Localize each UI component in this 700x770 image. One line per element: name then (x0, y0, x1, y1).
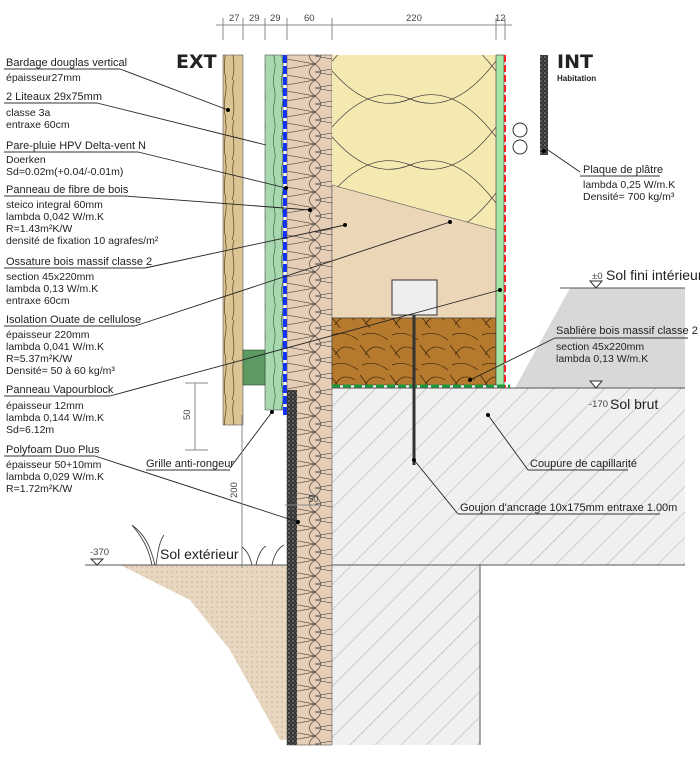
level-sol-fini: ±0 Sol fini intérieur (588, 267, 700, 289)
vapour-board (495, 54, 505, 386)
label-line: steico integral 60mm (6, 199, 103, 211)
label-line: épaisseur 12mm (6, 400, 84, 412)
label-line: lambda 0,042 W/m.K (6, 211, 104, 223)
level-label: Sol extérieur (160, 546, 239, 562)
plasterboard (540, 55, 548, 155)
top-dimension-chain: 27 29 29 60 220 12 (216, 13, 512, 40)
label-line: Densité= 700 kg/m³ (583, 191, 675, 203)
leader-lines (94, 68, 581, 523)
level-value: -370 (90, 547, 109, 558)
label-line: épaisseur 220mm (6, 329, 90, 341)
label-fibre: Panneau de fibre de bois (6, 184, 129, 196)
label-polyfoam: Polyfoam Duo Plus (6, 444, 100, 456)
label-line: densité de fixation 10 agrafes/m² (6, 235, 159, 247)
dim-200: 200 (229, 482, 240, 498)
label-line: épaisseur27mm (6, 72, 81, 84)
level-sol-brut: -170 Sol brut (588, 380, 658, 412)
level-value: -170 (589, 399, 608, 410)
label-grille: Grille anti-rongeur (146, 458, 234, 470)
label-line: Sd=6.12m (6, 424, 54, 436)
level-sol-ext: -370 Sol extérieur (89, 546, 239, 566)
label-cellulose: Isolation Ouate de cellulose (6, 314, 141, 326)
concrete-slab (332, 388, 685, 565)
service-pipe (512, 122, 528, 138)
label-line: lambda 0,029 W/m.K (6, 471, 104, 483)
label-line: entraxe 60cm (6, 295, 70, 307)
label-vapourblock: Panneau Vapourblock (6, 384, 114, 396)
dim-12: 12 (495, 13, 506, 24)
label-line: lambda 0,25 W/m.K (583, 179, 675, 191)
label-line: lambda 0,144 W/m.K (6, 412, 104, 424)
label-line: lambda 0,041 W/m.K (6, 341, 104, 353)
ext-label: EXT (176, 51, 217, 73)
dim-10: 10 (286, 494, 297, 505)
label-line: section 45x220mm (6, 271, 94, 283)
cladding-layer (222, 54, 244, 426)
foundation (332, 565, 480, 745)
label-goujon: Goujon d'ancrage 10x175mm entraxe 1.00m (460, 502, 677, 514)
int-label: INT (557, 51, 593, 73)
dim-27: 27 (229, 13, 240, 24)
dim-29b: 29 (270, 13, 281, 24)
label-line: Sd=0.02m(+0.04/-0.01m) (6, 166, 123, 178)
label-line: entraxe 60cm (6, 119, 70, 131)
dim-220: 220 (406, 13, 422, 24)
side-dimensions (185, 382, 320, 568)
label-coupure: Coupure de capillarité (530, 458, 637, 470)
batten-layer (264, 54, 284, 411)
level-label: Sol brut (610, 396, 658, 412)
label-ossature: Ossature bois massif classe 2 (6, 256, 152, 268)
dim-50: 50 (308, 494, 319, 505)
label-line: section 45x220mm (556, 341, 644, 353)
label-line: classe 3a (6, 107, 51, 119)
label-line: R=1.43m²K/W (6, 223, 72, 235)
label-pare-pluie: Pare-pluie HPV Delta-vent N (6, 140, 146, 152)
dim-60: 60 (304, 13, 315, 24)
rodent-grille (242, 349, 266, 386)
exterior-soil (120, 565, 287, 740)
label-bardage: Bardage douglas vertical (6, 57, 127, 69)
dim-50-grille: 50 (182, 409, 193, 420)
service-pipe (512, 139, 528, 155)
grass-icon (131, 524, 285, 566)
label-line: R=1.72m²K/W (6, 483, 72, 495)
label-line: R=5.37m²K/W (6, 353, 72, 365)
label-sabliere: Sablière bois massif classe 2 (556, 325, 698, 337)
label-line: épaisseur 50+10mm (6, 459, 102, 471)
label-line: Densité= 50 à 60 kg/m³ (6, 365, 115, 377)
level-value: ±0 (592, 271, 603, 282)
label-line: Doerken (6, 154, 46, 166)
leader-dots (226, 108, 546, 524)
anchor-bracket (391, 279, 438, 316)
left-labels: Bardage douglas vertical épaisseur27mm 2… (4, 57, 159, 495)
label-liteaux: 2 Liteaux 29x75mm (6, 91, 102, 103)
dim-29a: 29 (249, 13, 260, 24)
label-plaque: Plaque de plâtre (583, 164, 663, 176)
int-sub-label: Habitation (557, 74, 596, 83)
label-line: lambda 0,13 W/m.K (556, 353, 648, 365)
polyfoam-layer (287, 390, 297, 745)
level-label: Sol fini intérieur (606, 267, 700, 283)
label-line: lambda 0,13 W/m.K (6, 283, 98, 295)
